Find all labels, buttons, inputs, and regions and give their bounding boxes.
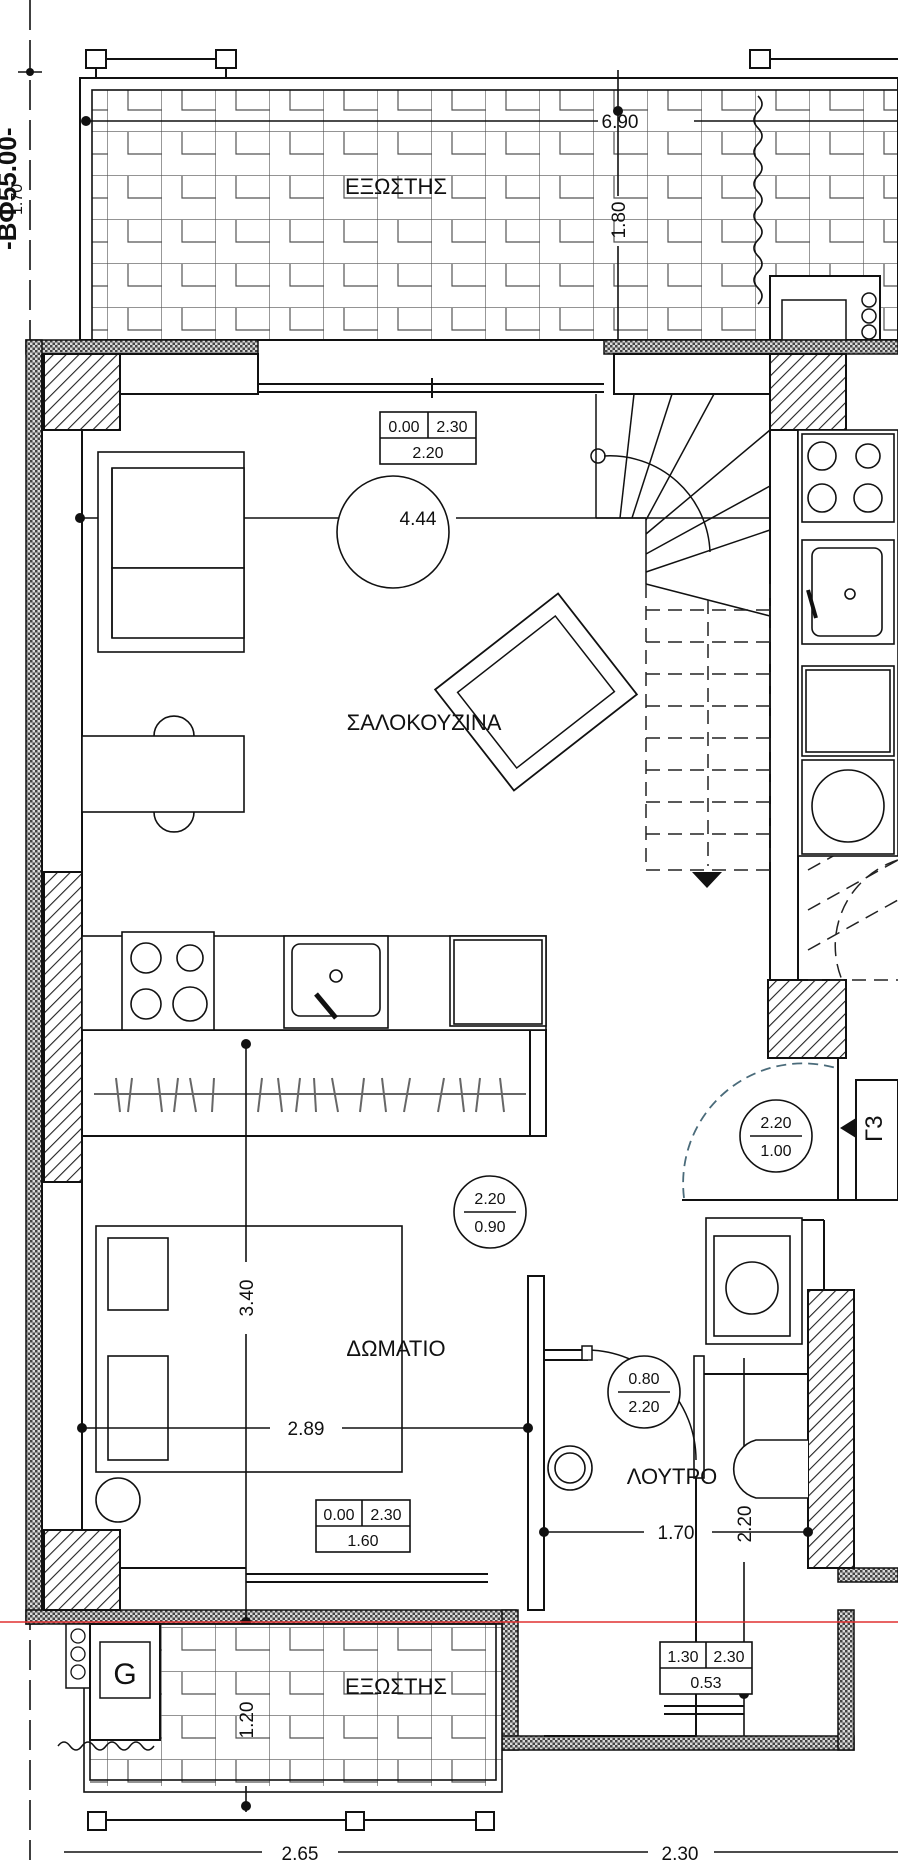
bath-window (664, 1705, 744, 1715)
door-tag-entry: 2.20 1.00 (739, 1099, 813, 1173)
stairs-lower (645, 584, 771, 871)
elevation-marker-text: Γ3 (861, 1115, 888, 1142)
window-tag-living: 0.00 2.30 2.20 (379, 411, 477, 465)
stairs (590, 393, 771, 617)
bed (95, 1225, 403, 1523)
dim-bottom-run-2: 2.30 (662, 1844, 699, 1860)
kitchen-neighbour (797, 429, 898, 857)
tag-bedroom-width: 1.60 (347, 1533, 378, 1550)
room-label-bathroom: ΛΟΥΤΡΟ (627, 1464, 718, 1489)
tag-bath-width: 0.53 (690, 1675, 721, 1692)
dim-living-width: 4.44 (400, 509, 437, 530)
coffee-table (336, 475, 450, 589)
tag-living-head: 2.30 (436, 419, 467, 436)
dim-bath-depth: 2.20 (735, 1506, 756, 1543)
tag-bedroom-sill: 0.00 (323, 1507, 354, 1524)
dim-bedroom-depth: 3.40 (237, 1280, 258, 1317)
sofa (97, 451, 245, 653)
tag-bedroom-head: 2.30 (370, 1507, 401, 1524)
door-tag-bath: 0.80 2.20 (607, 1355, 681, 1429)
room-label-balcony-top: ΕΞΩΣΤΗΣ (345, 174, 447, 199)
tag-living-width: 2.20 (412, 445, 443, 462)
elevation-marker: Γ3 (840, 1079, 898, 1201)
tag-bath-head: 2.30 (713, 1649, 744, 1666)
window-tag-bedroom: 0.00 2.30 1.60 (315, 1499, 411, 1553)
armchair (433, 592, 639, 792)
stairs-arrow (692, 872, 722, 888)
door-entry-height: 2.20 (760, 1115, 791, 1132)
door-bedroom-width: 0.90 (474, 1219, 505, 1236)
level-text: -ΒΦ55.00- (0, 128, 22, 251)
tag-living-sill: 0.00 (388, 419, 419, 436)
tag-bath-sill: 1.30 (667, 1649, 698, 1666)
door-bath-width: 2.20 (628, 1399, 659, 1416)
balcony-bottom (57, 1623, 503, 1831)
dim-bedroom-width: 2.89 (288, 1419, 325, 1440)
room-label-bedroom: ΔΩΜΑΤΙΟ (346, 1336, 445, 1361)
level-sub: 1.70 (9, 184, 26, 215)
wardrobe (94, 1077, 526, 1113)
dining-table (81, 715, 245, 833)
dim-bath-width: 1.70 (658, 1523, 695, 1544)
entry-door (682, 1062, 837, 1199)
balcony-top (79, 49, 898, 341)
door-tag-bedroom: 2.20 0.90 (453, 1175, 527, 1249)
boiler-label: G (113, 1658, 136, 1691)
room-label-living-kitchen: ΣΑΛΟΚΟΥΖΙΝΑ (347, 710, 502, 735)
door-bath-height: 0.80 (628, 1371, 659, 1388)
dim-balcony-top-width: 6.90 (602, 112, 639, 133)
room-label-balcony-bottom: ΕΞΩΣΤΗΣ (345, 1674, 447, 1699)
dim-balcony-bottom-depth: 1.20 (237, 1702, 258, 1739)
door-entry-width: 1.00 (760, 1143, 791, 1160)
dim-balcony-top-depth: 1.80 (609, 202, 630, 239)
dim-bottom-run-1: 2.65 (282, 1844, 319, 1860)
living-window (119, 353, 771, 398)
bath-fixtures (547, 1217, 808, 1499)
kitchen-counter (81, 931, 547, 1031)
window-tag-bath: 1.30 2.30 0.53 (659, 1641, 753, 1695)
door-bedroom-height: 2.20 (474, 1191, 505, 1208)
bedroom-window (120, 1567, 488, 1583)
